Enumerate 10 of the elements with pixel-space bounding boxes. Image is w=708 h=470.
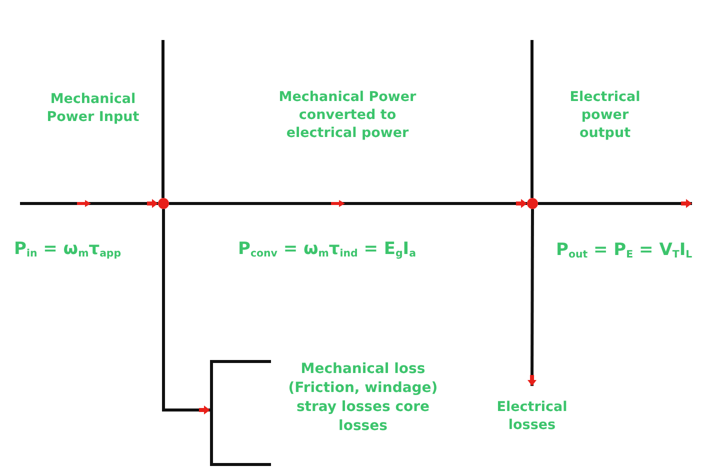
junction-dot <box>158 198 169 209</box>
power-text: Mechanical Power converted to electrical power <box>265 88 430 143</box>
power-text: Mechanical Power Input <box>28 90 158 126</box>
power-text: Electrical losses <box>482 398 582 434</box>
loss-text: Mechanical loss (Friction, windage) stray losses core losses <box>287 360 439 436</box>
power-text: Electrical power output <box>555 88 655 143</box>
formula: P$_{conv}$ = ω$_{m}$τ$_{ind}$ = E$_{g}$I$_{a}$ <box>238 238 416 262</box>
formula: P$_{out}$ = P$_{E}$ = V$_{T}$I$_{L}$ <box>556 239 692 262</box>
junction-dot <box>527 198 538 209</box>
formula: P$_{in}$ = ω$_{m}$τ$_{app}$ <box>14 238 122 262</box>
